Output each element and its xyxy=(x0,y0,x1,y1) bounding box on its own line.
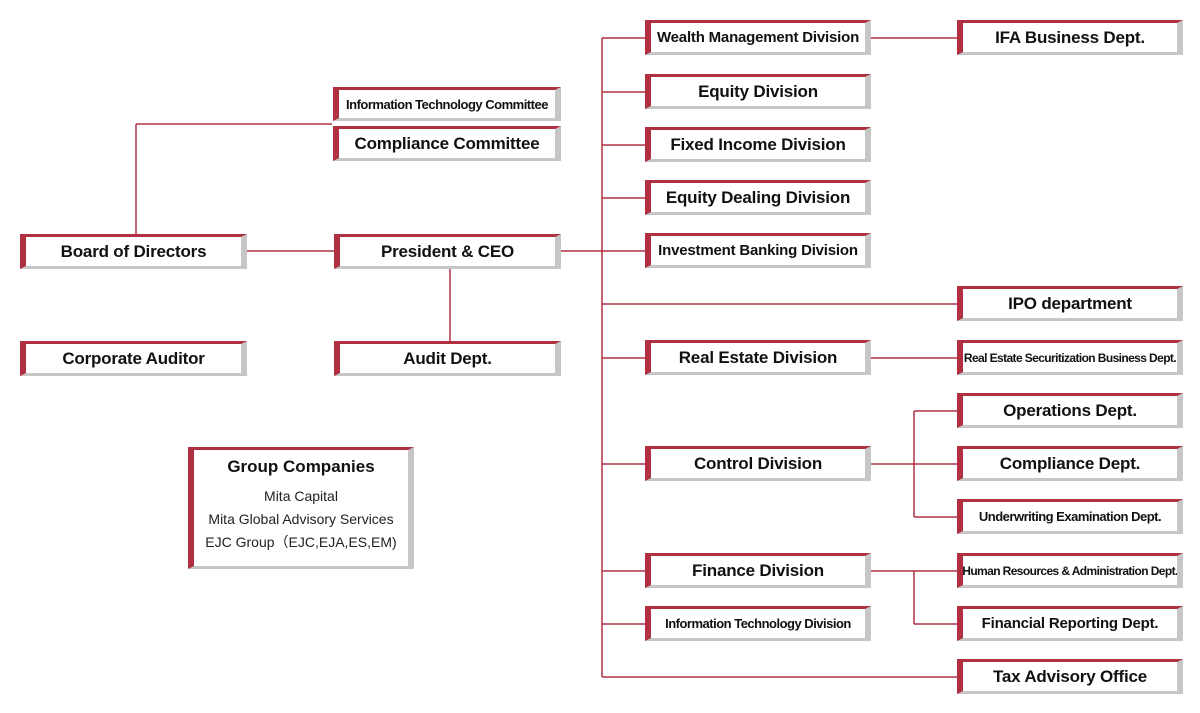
board-of-directors-box: Board of Directors xyxy=(20,234,247,269)
underwriting-examination-dept-box: Underwriting Examination Dept. xyxy=(957,499,1183,534)
it-committee-box: Information Technology Committee xyxy=(333,87,561,121)
compliance-committee-box: Compliance Committee xyxy=(333,126,561,161)
it-division-box: Information Technology Division xyxy=(645,606,871,641)
hr-administration-dept-box: Human Resources & Administration Dept. xyxy=(957,553,1183,588)
group-companies-title: Group Companies xyxy=(227,457,375,476)
group-company-item: Mita Capital xyxy=(264,488,338,504)
president-ceo-box: President & CEO xyxy=(334,234,561,269)
group-company-item: Mita Global Advisory Services xyxy=(208,511,394,527)
ifa-business-dept-box: IFA Business Dept. xyxy=(957,20,1183,55)
finance-division-box: Finance Division xyxy=(645,553,871,588)
real-estate-division-box: Real Estate Division xyxy=(645,340,871,375)
compliance-dept-box: Compliance Dept. xyxy=(957,446,1183,481)
group-company-item: EJC Group（EJC,EJA,ES,EM) xyxy=(205,534,397,550)
control-division-box: Control Division xyxy=(645,446,871,481)
financial-reporting-dept-box: Financial Reporting Dept. xyxy=(957,606,1183,641)
corporate-auditor-box: Corporate Auditor xyxy=(20,341,247,376)
equity-dealing-division-box: Equity Dealing Division xyxy=(645,180,871,215)
operations-dept-box: Operations Dept. xyxy=(957,393,1183,428)
ipo-department-box: IPO department xyxy=(957,286,1183,321)
group-companies-box: Group Companies Mita Capital Mita Global… xyxy=(188,447,414,569)
wealth-management-division-box: Wealth Management Division xyxy=(645,20,871,55)
investment-banking-division-box: Investment Banking Division xyxy=(645,233,871,268)
fixed-income-division-box: Fixed Income Division xyxy=(645,127,871,162)
equity-division-box: Equity Division xyxy=(645,74,871,109)
audit-dept-box: Audit Dept. xyxy=(334,341,561,376)
group-companies-list: Mita Capital Mita Global Advisory Servic… xyxy=(194,485,408,554)
real-estate-securitization-dept-box: Real Estate Securitization Business Dept… xyxy=(957,340,1183,375)
tax-advisory-office-box: Tax Advisory Office xyxy=(957,659,1183,694)
